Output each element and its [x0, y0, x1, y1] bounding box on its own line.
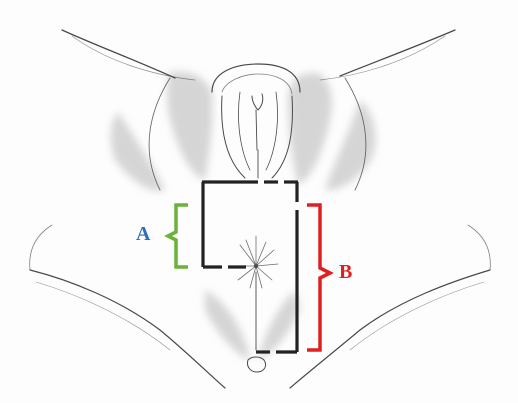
bracket-a	[168, 205, 188, 267]
pencil-shading	[111, 72, 376, 360]
label-b: B	[339, 262, 352, 282]
bracket-b	[307, 205, 330, 350]
label-a: A	[136, 224, 150, 244]
body-outline	[30, 30, 491, 388]
